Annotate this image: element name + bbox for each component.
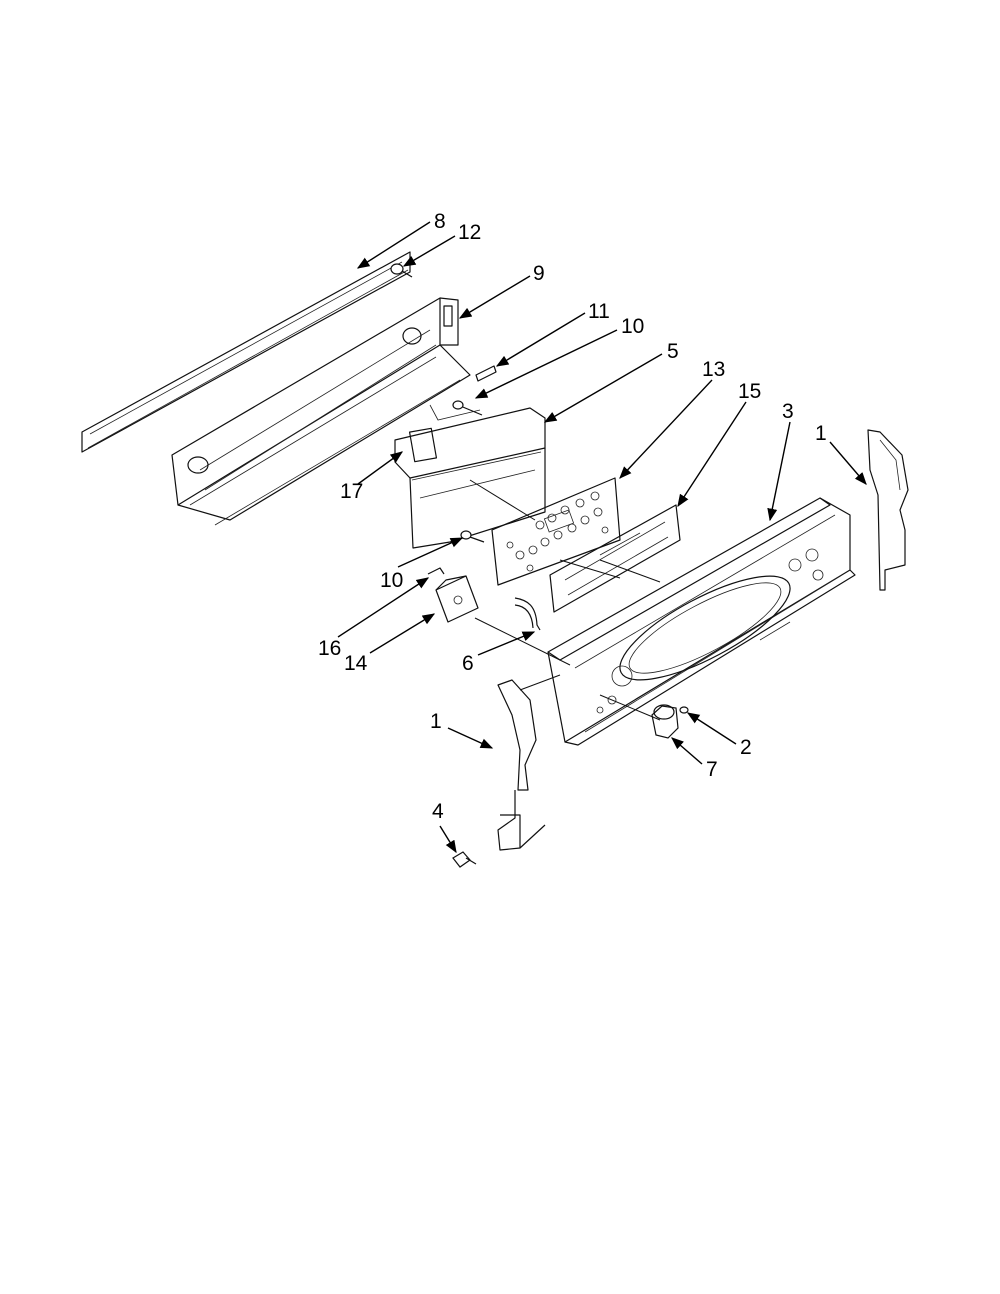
part-14-switch <box>435 575 479 623</box>
callout-6: 6 <box>462 652 474 675</box>
leader-9 <box>458 275 531 319</box>
leader-11 <box>495 312 586 367</box>
leader-7 <box>671 737 703 765</box>
part-13-control-board <box>491 477 621 586</box>
callout-10-b: 10 <box>380 569 403 592</box>
callout-12: 12 <box>458 221 481 244</box>
callout-10-a: 10 <box>621 315 644 338</box>
leader-arrows <box>337 221 867 854</box>
callout-1-b: 1 <box>430 710 442 733</box>
part-1-end-cap-left <box>497 679 546 851</box>
part-2-screw <box>679 706 689 714</box>
part-10-screw-lower <box>460 530 485 543</box>
part-3-console-front <box>547 497 856 746</box>
part-4-screw <box>452 851 477 868</box>
part-8-rear-cover <box>81 251 411 453</box>
callout-7: 7 <box>706 758 718 781</box>
leader-1-a <box>829 441 867 485</box>
leader-5 <box>543 353 663 423</box>
callout-5: 5 <box>667 340 679 363</box>
part-11-screw <box>475 365 497 382</box>
callout-2: 2 <box>740 736 752 759</box>
callout-15: 15 <box>738 380 761 403</box>
leader-2 <box>686 712 737 745</box>
leader-1-b <box>447 727 494 749</box>
leader-17 <box>357 451 404 485</box>
part-5-control-housing <box>394 404 546 549</box>
leader-8 <box>356 221 431 269</box>
part-1-end-cap-right <box>867 429 909 591</box>
leader-16 <box>337 577 430 638</box>
callout-13: 13 <box>702 358 725 381</box>
leader-10-a <box>474 329 618 399</box>
callout-16: 16 <box>318 637 341 660</box>
callout-9: 9 <box>533 262 545 285</box>
callout-3: 3 <box>782 400 794 423</box>
leader-3 <box>767 421 791 522</box>
part-9-console-panel <box>171 297 471 526</box>
callout-labels: 8 12 9 11 10 5 13 15 3 1 17 10 16 14 6 1… <box>318 210 827 823</box>
callout-1-a: 1 <box>815 422 827 445</box>
alignment-lines <box>469 479 661 721</box>
part-6-wire-harness <box>514 597 541 631</box>
part-16-clip <box>427 567 445 575</box>
callout-4: 4 <box>432 800 444 823</box>
leader-13 <box>619 379 713 479</box>
leader-4 <box>439 825 457 854</box>
leader-15 <box>677 401 747 508</box>
part-10-screw-upper <box>452 400 483 416</box>
callout-8: 8 <box>434 210 446 233</box>
leader-10-b <box>397 537 464 568</box>
leader-6 <box>477 631 536 656</box>
leader-14 <box>369 613 436 654</box>
callout-11: 11 <box>588 300 610 323</box>
callout-17: 17 <box>340 480 363 503</box>
part-15-overlay <box>549 504 681 613</box>
part-7-knob <box>651 704 679 739</box>
callout-14: 14 <box>344 652 368 675</box>
leader-12 <box>402 235 456 267</box>
part-12-screw <box>390 263 413 278</box>
